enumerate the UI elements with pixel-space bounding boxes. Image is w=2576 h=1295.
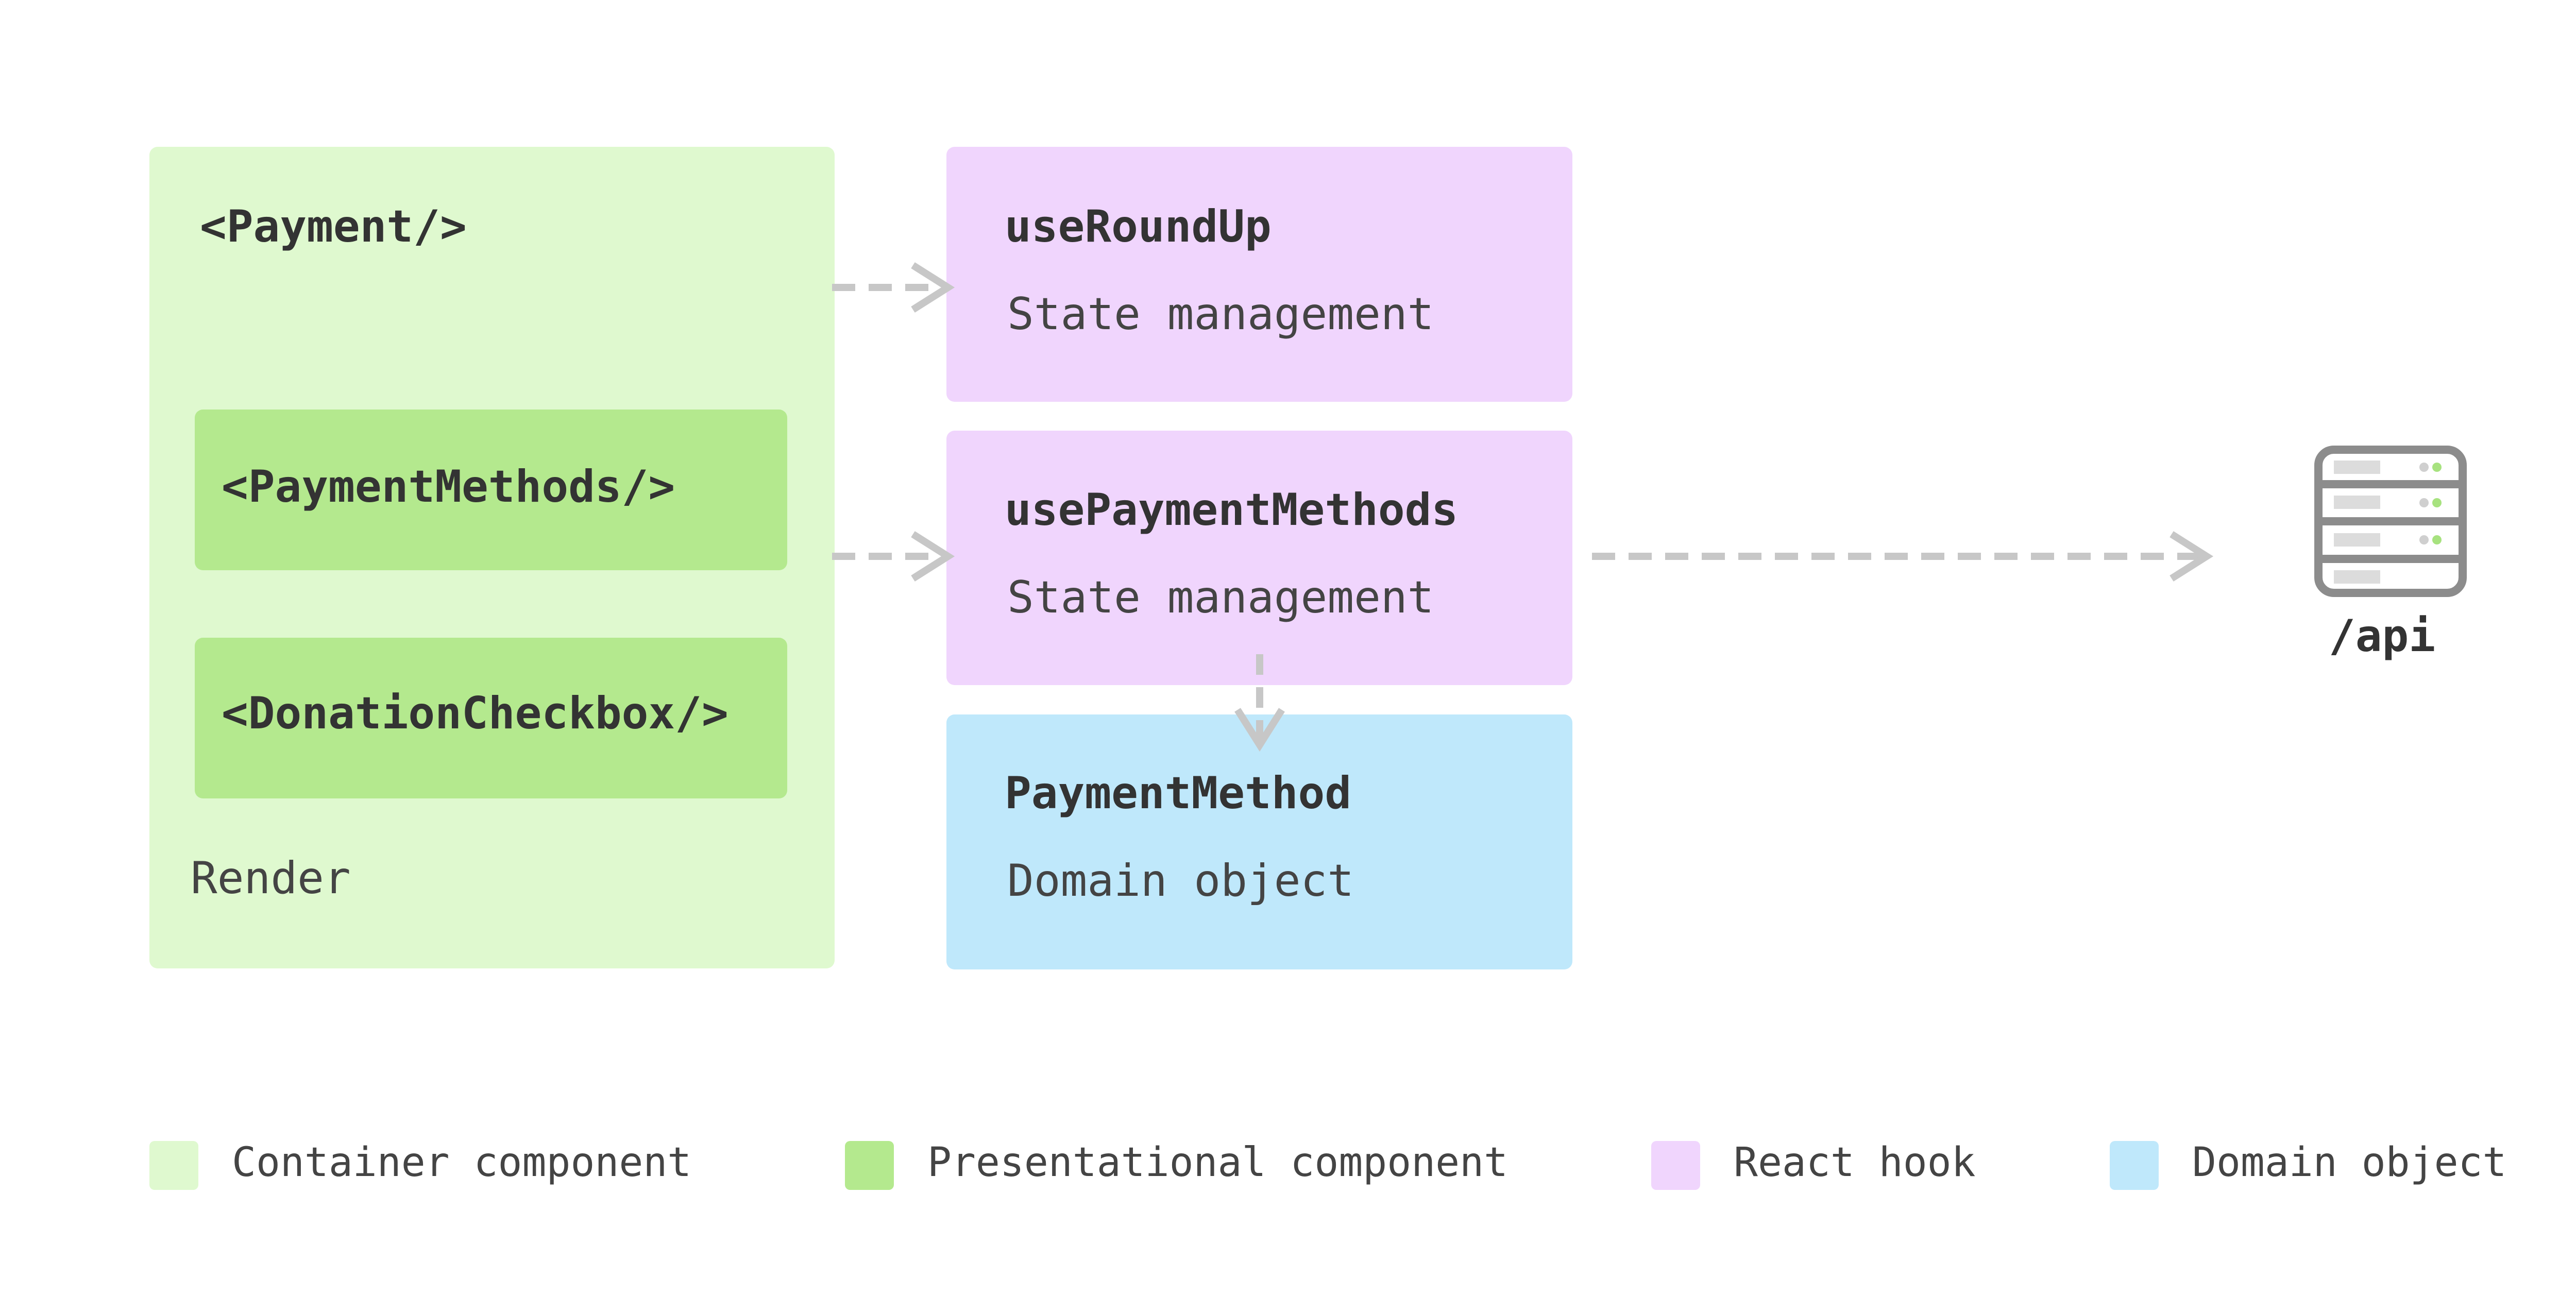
- container-caption: Render: [191, 853, 351, 904]
- legend-label-hook: React hook: [1734, 1139, 1976, 1186]
- arrow-payment-methods-to-hook: [832, 531, 955, 582]
- payment-method-domain-object: [946, 714, 1572, 969]
- use-payment-methods-hook: [946, 431, 1572, 685]
- legend-swatch-hook: [1651, 1141, 1700, 1190]
- legend-label-presentational: Presentational component: [927, 1139, 1509, 1186]
- use-round-up-title: useRoundUp: [1005, 201, 1272, 252]
- payment-method-title: PaymentMethod: [1005, 768, 1352, 819]
- donation-checkbox-component-label: <DonationCheckbox/>: [222, 688, 728, 739]
- payment-methods-component-label: <PaymentMethods/>: [222, 461, 675, 513]
- arrow-hook-to-api: [1592, 531, 2214, 582]
- payment-method-subtitle: Domain object: [1007, 855, 1354, 907]
- legend-label-domain: Domain object: [2192, 1139, 2507, 1186]
- legend-swatch-container: [149, 1141, 198, 1190]
- legend-swatch-presentational: [845, 1141, 894, 1190]
- arrow-payment-to-use-round-up: [832, 262, 955, 313]
- use-payment-methods-subtitle: State management: [1007, 572, 1434, 623]
- use-round-up-subtitle: State management: [1007, 288, 1434, 340]
- arrow-hook-to-domain-object: [1234, 654, 1285, 752]
- server-icon: [2314, 446, 2467, 597]
- use-round-up-hook: [946, 147, 1572, 402]
- payment-container-title: <Payment/>: [200, 201, 467, 252]
- api-label: /api: [2329, 610, 2436, 662]
- donation-checkbox-component: [195, 638, 787, 798]
- legend-swatch-domain: [2110, 1141, 2159, 1190]
- legend-label-container: Container component: [232, 1139, 692, 1186]
- payment-methods-component: [195, 410, 787, 570]
- use-payment-methods-title: usePaymentMethods: [1005, 484, 1459, 536]
